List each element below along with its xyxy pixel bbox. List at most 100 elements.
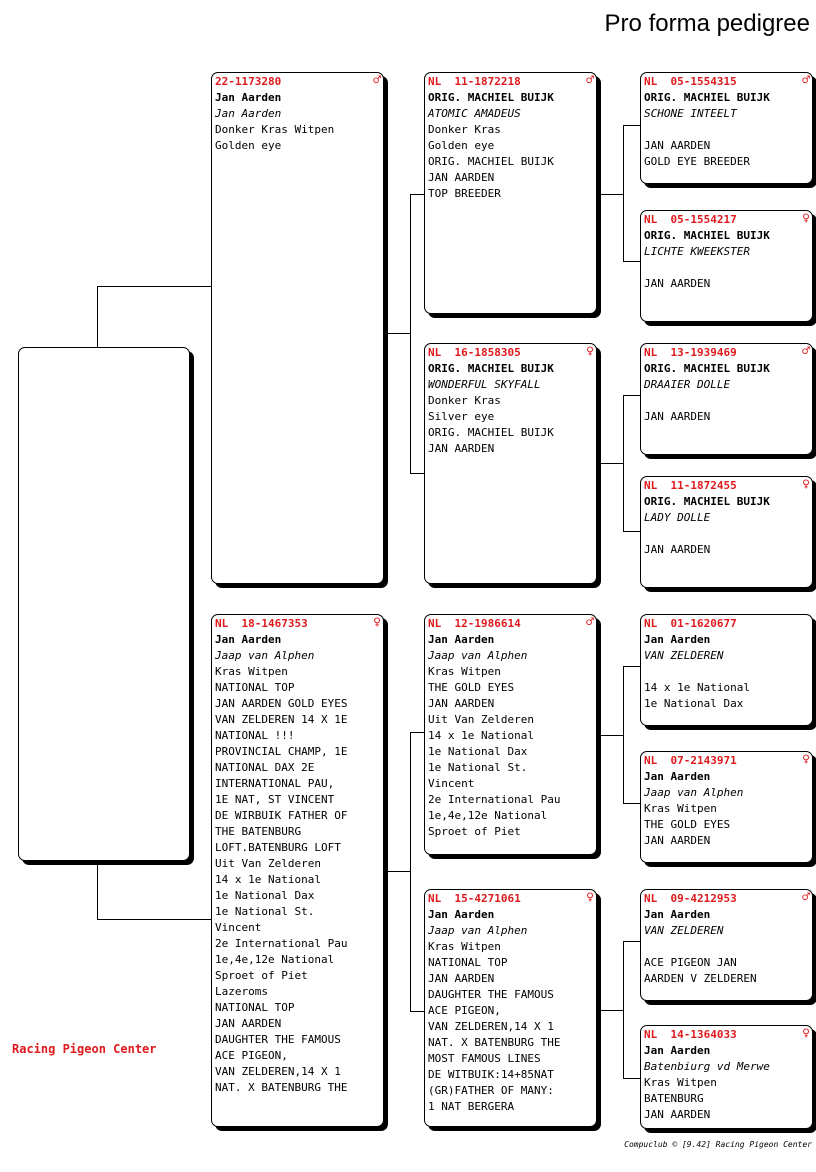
connector-line	[623, 531, 640, 532]
male-symbol-icon: ♂	[802, 890, 810, 905]
connector-line	[623, 941, 624, 1079]
brand-label: Racing Pigeon Center	[12, 1042, 157, 1056]
pedigree-info-line: Kras Witpen	[428, 665, 501, 678]
pedigree-info-line: NAT. X BATENBURG THE	[215, 1081, 348, 1094]
connector-line	[410, 473, 425, 474]
pedigree-info-line: JAN AARDEN	[215, 1017, 282, 1030]
pedigree-info-line: Lazeroms	[215, 985, 268, 998]
ring-number: NL 05-1554217	[644, 213, 737, 226]
pedigree-info-line: JAN AARDEN	[644, 543, 711, 556]
pedigree-info-line: JAN AARDEN GOLD EYES	[215, 697, 348, 710]
pigeon-name: SCHONE INTEELT	[644, 107, 737, 120]
pigeon-name: LICHTE KWEEKSTER	[644, 245, 750, 258]
pedigree-info-line: MOST FAMOUS LINES	[428, 1052, 541, 1065]
pedigree-info-line	[644, 664, 808, 680]
pedigree-info-line: NAT. X BATENBURG THE	[428, 1036, 561, 1049]
pedigree-info-line: THE GOLD EYES	[644, 818, 731, 831]
pedigree-info-line: VAN ZELDEREN 14 X 1E	[215, 713, 348, 726]
pedigree-info-line: NATIONAL TOP	[428, 956, 508, 969]
owner-name: ORIG. MACHIEL BUIJK	[644, 362, 770, 375]
pedigree-info-line: NATIONAL DAX 2E	[215, 761, 315, 774]
pedigree-info-line	[644, 393, 808, 409]
owner-name: ORIG. MACHIEL BUIJK	[644, 229, 770, 242]
pigeon-name: VAN ZELDEREN	[644, 649, 724, 662]
pedigree-info-line: Donker Kras	[428, 394, 501, 407]
pedigree-info-line: Silver eye	[428, 410, 495, 423]
pedigree-info-line: 1E NAT, ST VINCENT	[215, 793, 335, 806]
connector-line	[410, 194, 425, 195]
owner-name: ORIG. MACHIEL BUIJK	[428, 362, 554, 375]
pedigree-info-line: JAN AARDEN	[644, 834, 711, 847]
connector-line	[623, 803, 640, 804]
pedigree-info-line: Golden eye	[428, 139, 495, 152]
owner-name: Jan Aarden	[644, 908, 711, 921]
ring-number: NL 05-1554315	[644, 75, 737, 88]
pedigree-info-line: NATIONAL TOP	[215, 1001, 295, 1014]
pedigree-info-line	[644, 526, 808, 542]
ring-number: NL 12-1986614	[428, 617, 521, 630]
owner-name: Jan Aarden	[428, 633, 495, 646]
connector-line	[384, 333, 411, 334]
connector-line	[597, 1010, 624, 1011]
pedigree-info-line: VAN ZELDEREN,14 X 1	[215, 1065, 341, 1078]
great-grandparent-card: NL 05-1554217 ♀ ORIG. MACHIEL BUIJK LICHTE …	[640, 210, 813, 322]
footer-credit: Compuclub © [9.42] Racing Pigeon Center	[624, 1140, 812, 1149]
pigeon-name: Jan Aarden	[215, 107, 282, 120]
female-symbol-icon: ♀	[802, 211, 810, 226]
connector-line	[623, 395, 624, 532]
pedigree-info-line: (GR)FATHER OF MANY:	[428, 1084, 554, 1097]
owner-name: Jan Aarden	[644, 1044, 711, 1057]
page-title: Pro forma pedigree	[604, 10, 810, 37]
connector-line	[623, 941, 640, 942]
pedigree-info-line: JAN AARDEN	[428, 972, 495, 985]
pedigree-info-line: JAN AARDEN	[644, 139, 711, 152]
connector-line	[410, 1011, 425, 1012]
pedigree-info-line: GOLD EYE BREEDER	[644, 155, 750, 168]
pedigree-info-line: VAN ZELDEREN,14 X 1	[428, 1020, 554, 1033]
connector-line	[623, 1078, 640, 1079]
pedigree-info-line: BATENBURG	[644, 1092, 704, 1105]
pedigree-info-line: 14 x 1e National	[215, 873, 321, 886]
pedigree-info-line: TOP BREEDER	[428, 187, 501, 200]
connector-line	[623, 125, 640, 126]
ring-number: 22-1173280	[215, 75, 282, 88]
subject-card	[18, 347, 190, 861]
pedigree-info-line: Kras Witpen	[215, 665, 288, 678]
pigeon-name: Jaap van Alphen	[644, 786, 744, 799]
female-symbol-icon: ♀	[802, 1026, 810, 1041]
pedigree-info-line	[644, 939, 808, 955]
ring-number: NL 11-1872455	[644, 479, 737, 492]
connector-line	[97, 286, 98, 348]
connector-line	[623, 125, 624, 262]
pigeon-name: WONDERFUL SKYFALL	[428, 378, 541, 391]
pedigree-info-line: Uit Van Zelderen	[428, 713, 534, 726]
pedigree-info-line: JAN AARDEN	[428, 442, 495, 455]
ring-number: NL 16-1858305	[428, 346, 521, 359]
ring-number: NL 11-1872218	[428, 75, 521, 88]
pedigree-info-line: ACE PIGEON,	[215, 1049, 288, 1062]
connector-line	[97, 919, 211, 920]
pedigree-info-line: 1e,4e,12e National	[215, 953, 335, 966]
owner-name: Jan Aarden	[644, 770, 711, 783]
pedigree-info-line: 2e International Pau	[428, 793, 561, 806]
pigeon-name: ATOMIC AMADEUS	[428, 107, 521, 120]
ring-number: NL 07-2143971	[644, 754, 737, 767]
pigeon-name: DRAAIER DOLLE	[644, 378, 731, 391]
owner-name: ORIG. MACHIEL BUIJK	[644, 91, 770, 104]
connector-line	[384, 871, 411, 872]
connector-line	[97, 860, 98, 920]
pedigree-info-line: JAN AARDEN	[428, 171, 495, 184]
pedigree-info-line: 1e National St.	[428, 761, 528, 774]
pedigree-info-line: ORIG. MACHIEL BUIJK	[428, 426, 554, 439]
male-symbol-icon: ♂	[586, 615, 594, 630]
pedigree-info-line: INTERNATIONAL PAU,	[215, 777, 335, 790]
pedigree-info-line: NATIONAL TOP	[215, 681, 295, 694]
pedigree-info-line: AARDEN V ZELDEREN	[644, 972, 757, 985]
pedigree-info-line: JAN AARDEN	[644, 410, 711, 423]
